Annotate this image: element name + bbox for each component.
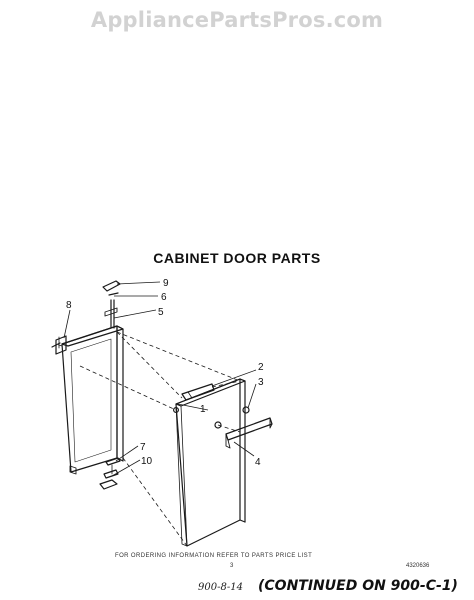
- callout-3: 3: [258, 377, 264, 388]
- callout-2: 2: [258, 362, 264, 373]
- lower-hinge-parts: [99, 457, 121, 490]
- screw-parts: [173, 406, 250, 429]
- left-hinge-bracket: [51, 335, 67, 355]
- callout-6: 6: [161, 292, 167, 303]
- callout-1: 1: [200, 404, 206, 415]
- front-door-panel: [175, 378, 246, 547]
- door-clip: [181, 383, 215, 401]
- continued-note: (CONTINUED ON 900-C-1): [258, 578, 458, 594]
- callout-4: 4: [255, 457, 261, 468]
- callout-10: 10: [141, 456, 153, 467]
- diagram-title: CABINET DOOR PARTS: [153, 250, 321, 266]
- page-number: 3: [230, 563, 234, 569]
- upper-hinge-parts: [102, 280, 121, 329]
- handwritten-reference: 900-8-14: [198, 582, 243, 593]
- ordering-note: FOR ORDERING INFORMATION REFER TO PARTS …: [115, 553, 313, 559]
- callout-7: 7: [140, 442, 146, 453]
- document-number: 4320636: [406, 563, 430, 569]
- callout-9: 9: [163, 278, 169, 289]
- callout-8: 8: [66, 300, 72, 311]
- callout-5: 5: [158, 307, 164, 318]
- watermark-text: AppliancePartsPros.com: [90, 8, 384, 32]
- rear-door-panel: [61, 325, 124, 475]
- door-handle: [225, 417, 273, 449]
